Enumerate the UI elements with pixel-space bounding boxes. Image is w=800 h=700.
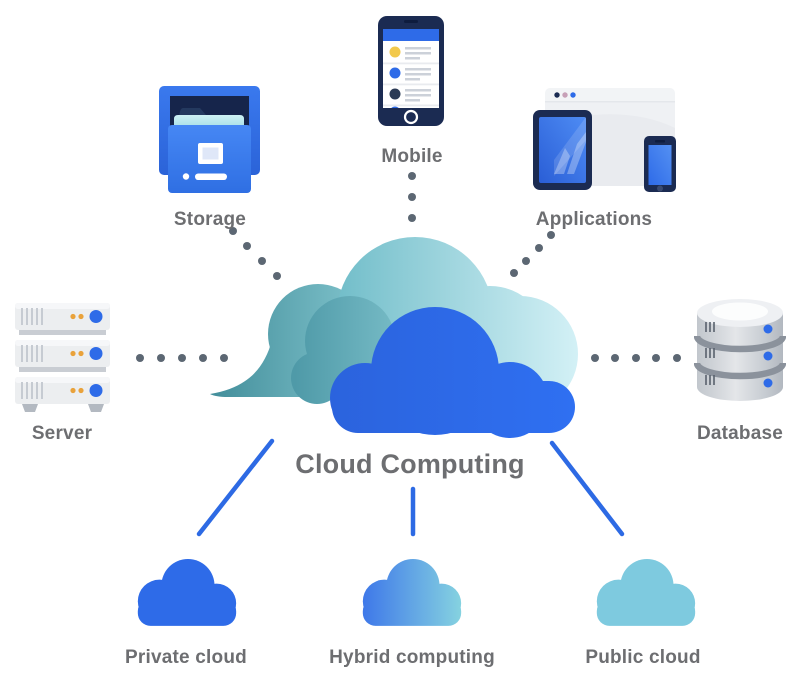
storage-icon [159,86,260,193]
server-unit [19,330,106,412]
hybrid-cloud-icon [362,559,462,626]
cloud-computing-icon [210,237,578,438]
storage-label: Storage [173,209,247,230]
applications-icon [533,88,676,192]
public-cloud-icon [596,559,696,626]
mobile-label: Mobile [381,146,443,167]
hybrid-cloud-label: Hybrid computing [329,647,495,668]
database-icon [694,299,786,401]
line-to-public-cloud [549,440,625,537]
dotted-connector-applications [510,231,555,277]
dotted-connector-server [136,354,228,362]
diagram-title: Cloud Computing [295,449,525,479]
private-cloud-icon [137,559,237,626]
line-to-private-cloud [196,438,275,537]
applications-label: Applications [535,209,653,230]
dotted-connector-storage [229,227,281,280]
cloud-front-layer [330,307,575,438]
server-label: Server [31,423,93,444]
dotted-connector-mobile [408,172,416,222]
public-cloud-label: Public cloud [585,647,701,668]
database-label: Database [696,423,784,444]
mobile-icon [378,16,444,126]
server-icon [15,303,110,412]
private-cloud-label: Private cloud [125,647,247,668]
dotted-connector-database [591,354,681,362]
